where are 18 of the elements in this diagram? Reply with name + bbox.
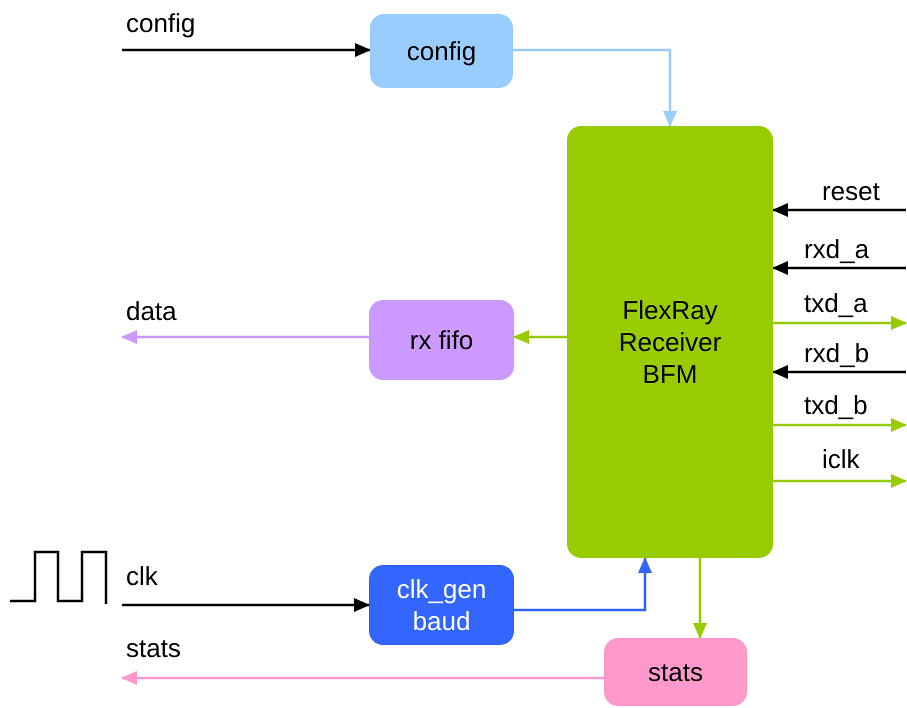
arrow [122, 43, 371, 57]
block-box: rx fifo [369, 300, 514, 380]
block-box: stats [604, 638, 747, 706]
arrow [772, 203, 906, 217]
block-box: config [370, 14, 513, 88]
arrow [122, 598, 370, 612]
arrow [772, 365, 906, 379]
arrow [773, 316, 907, 330]
arrow [513, 48, 677, 127]
arrow [513, 330, 567, 344]
arrow [772, 261, 906, 275]
arrow [121, 330, 369, 344]
block-box: FlexRay Receiver BFM [567, 126, 773, 558]
arrow [693, 558, 707, 639]
arrow [773, 474, 907, 488]
arrow [514, 557, 652, 612]
block-box: clk_gen baud [369, 565, 514, 645]
arrow [121, 671, 604, 685]
